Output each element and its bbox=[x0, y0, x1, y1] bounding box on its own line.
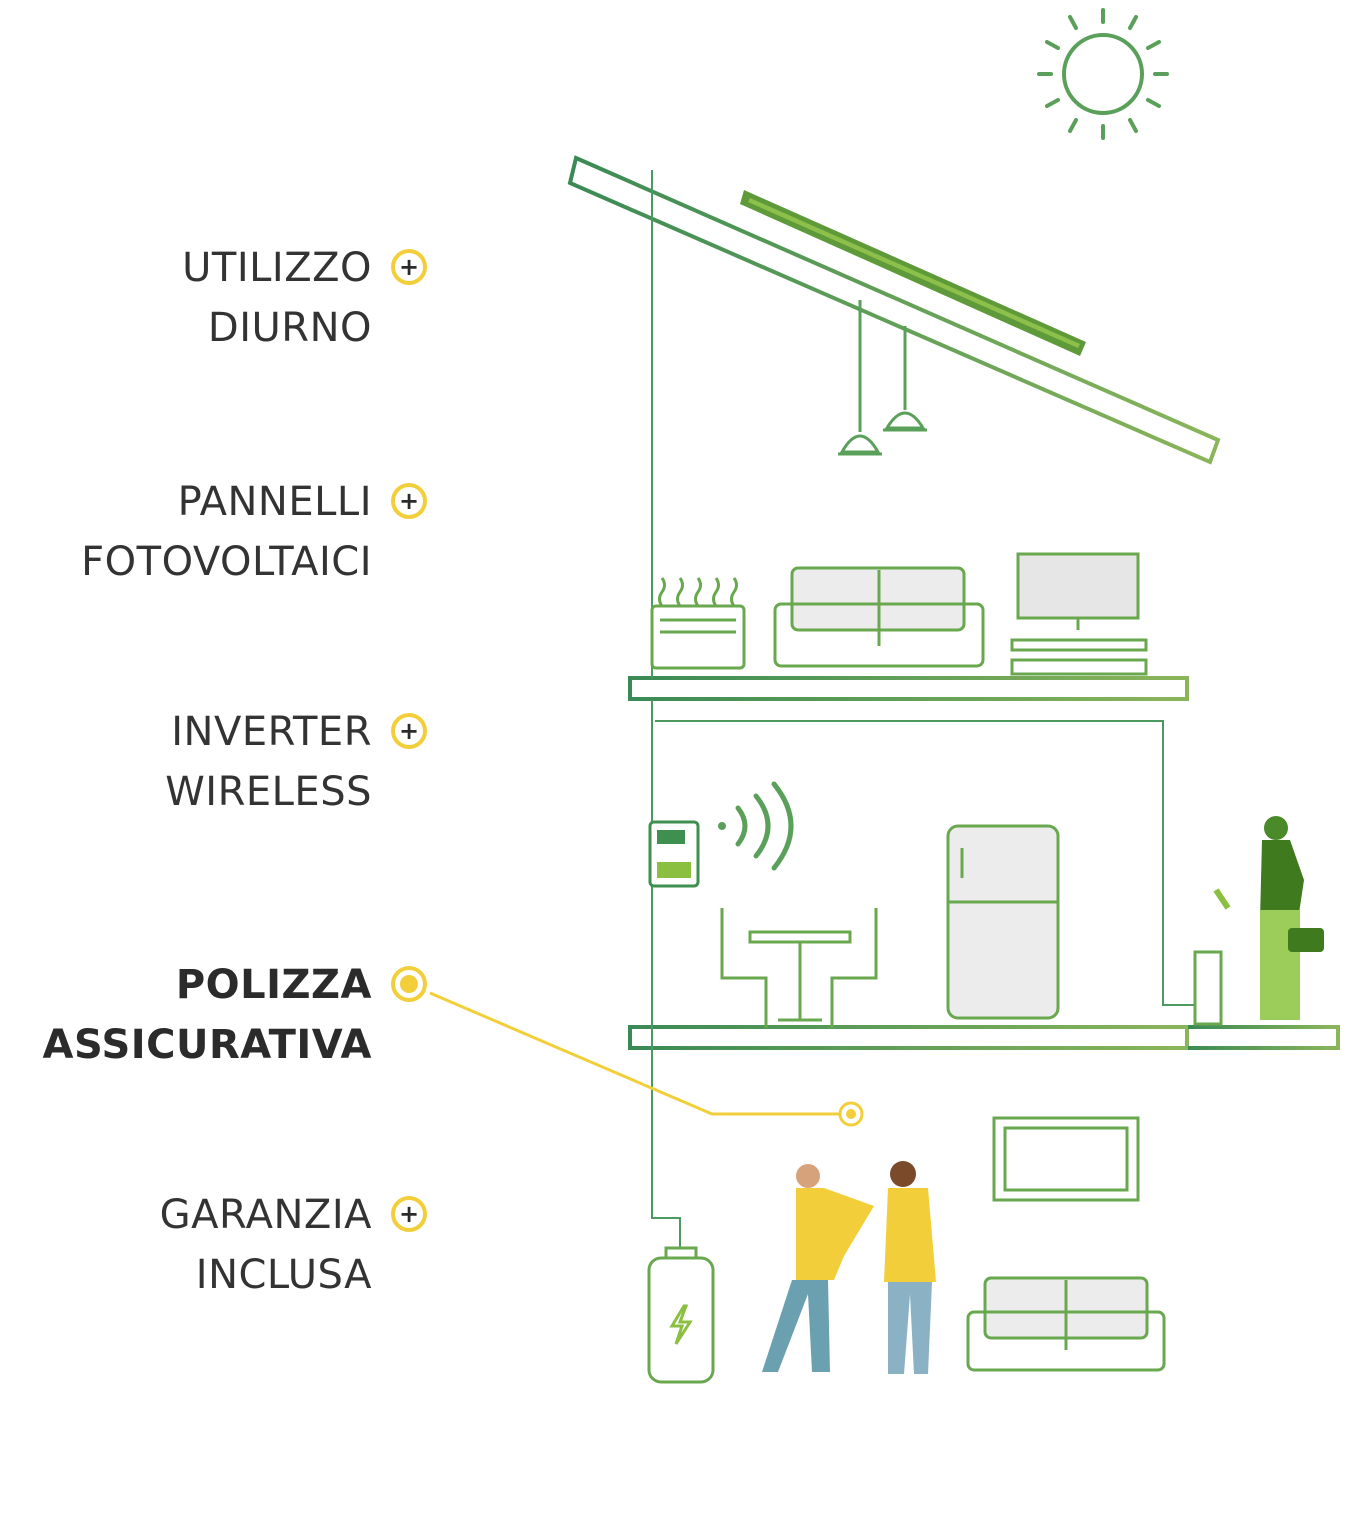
plus-glyph: + bbox=[398, 1200, 420, 1228]
feature-label-pannelli-fotovoltaici[interactable]: PANNELLI FOTOVOLTAICI bbox=[81, 472, 372, 592]
pendant-lamps bbox=[838, 300, 927, 456]
sofa-upstairs bbox=[773, 566, 985, 668]
feature-label-line: INVERTER bbox=[171, 709, 372, 755]
feature-label-line: GARANZIA bbox=[159, 1192, 372, 1238]
dining-set bbox=[720, 908, 878, 1028]
feature-label-garanzia-inclusa[interactable]: GARANZIA INCLUSA bbox=[160, 1185, 372, 1305]
plus-glyph: + bbox=[398, 487, 420, 515]
feature-label-line: POLIZZA bbox=[175, 962, 372, 1008]
tv-stand bbox=[1010, 552, 1148, 676]
feature-label-utilizzo-diurno[interactable]: UTILIZZO DIURNO bbox=[182, 238, 372, 358]
handshake-figures bbox=[762, 1161, 936, 1374]
feature-label-line: ASSICURATIVA bbox=[42, 1022, 372, 1068]
expand-plus-icon[interactable]: + bbox=[391, 483, 427, 519]
radiator bbox=[650, 577, 746, 670]
marker-dot bbox=[400, 975, 418, 993]
expand-plus-icon[interactable]: + bbox=[391, 249, 427, 285]
fridge bbox=[946, 824, 1060, 1020]
wiring bbox=[651, 170, 1195, 1248]
feature-label-polizza-assicurativa[interactable]: POLIZZA ASSICURATIVA bbox=[42, 955, 372, 1075]
plus-glyph: + bbox=[398, 253, 420, 281]
feature-label-line: UTILIZZO bbox=[182, 245, 372, 291]
feature-label-line: DIURNO bbox=[207, 305, 372, 351]
plus-glyph: + bbox=[398, 717, 420, 745]
house-frame bbox=[530, 155, 1340, 1385]
sofa-downstairs bbox=[966, 1276, 1166, 1372]
expand-plus-icon[interactable]: + bbox=[391, 1196, 427, 1232]
wall-frame bbox=[992, 1116, 1140, 1202]
active-marker-dot-icon[interactable] bbox=[391, 966, 427, 1002]
feature-label-line: FOTOVOLTAICI bbox=[81, 539, 372, 585]
battery-icon bbox=[647, 1246, 715, 1384]
connector-line bbox=[429, 991, 864, 1127]
feature-label-inverter-wireless[interactable]: INVERTER WIRELESS bbox=[165, 702, 372, 822]
sun-icon bbox=[1037, 8, 1169, 140]
solar-panel bbox=[740, 190, 1086, 356]
feature-label-line: WIRELESS bbox=[165, 769, 372, 815]
expand-plus-icon[interactable]: + bbox=[391, 713, 427, 749]
inverter-device bbox=[648, 820, 700, 888]
feature-label-line: INCLUSA bbox=[195, 1252, 372, 1298]
feature-label-line: PANNELLI bbox=[177, 479, 372, 525]
technician-figure bbox=[1193, 816, 1324, 1026]
wireless-signal-icon bbox=[718, 781, 794, 871]
